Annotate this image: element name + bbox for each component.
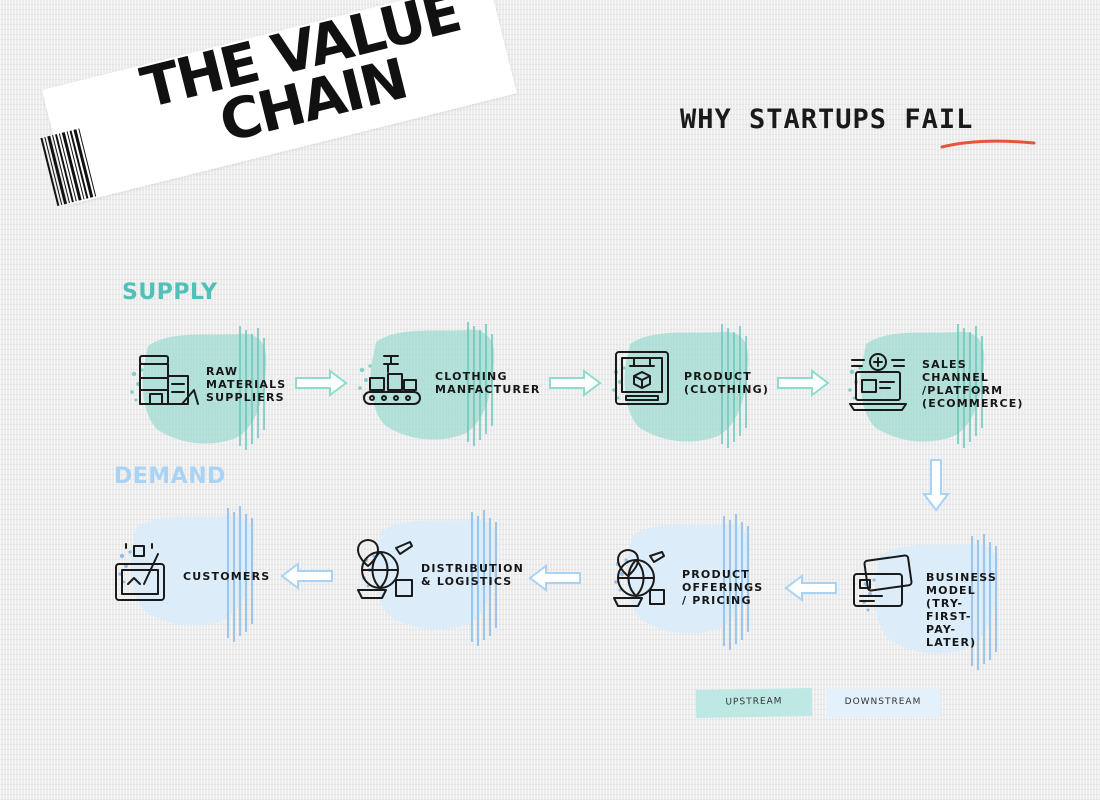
legend-downstream: DOWNSTREAM <box>826 689 940 717</box>
barcode-icon <box>40 128 97 207</box>
node-label: CUSTOMERS <box>183 570 271 583</box>
global-shipping-icon <box>613 549 665 607</box>
arrow-left-1 <box>785 575 837 601</box>
arrow-down <box>922 459 950 512</box>
3d-printer-icon <box>615 351 669 405</box>
credit-card-icon <box>853 554 913 607</box>
arrow-left-3 <box>281 563 333 589</box>
arrow-right-2 <box>549 370 601 396</box>
node-label: RAW MATERIALS SUPPLIERS <box>206 365 287 404</box>
subtitle-prefix: WHY STARTUPS <box>680 104 905 135</box>
supply-label: SUPPLY <box>122 280 218 305</box>
node-label: PRODUCT (CLOTHING) <box>684 370 770 396</box>
node-label: CLOTHING MANFACTURER <box>435 370 541 396</box>
global-logistics-icon <box>357 539 413 599</box>
demand-label: DEMAND <box>114 464 226 489</box>
arrow-right-1 <box>295 370 347 396</box>
factory-conveyor-icon <box>363 355 421 405</box>
arrow-left-2 <box>529 565 581 591</box>
node-label: DISTRIBUTION & LOGISTICS <box>421 562 525 588</box>
legend-upstream: UPSTREAM <box>695 687 813 719</box>
node-label: PRODUCT OFFERINGS / PRICING <box>682 568 764 607</box>
subtitle-emphasis: FAIL <box>904 104 974 135</box>
warehouse-icon <box>139 355 199 405</box>
arrow-right-3 <box>777 370 829 396</box>
node-label: SALES CHANNEL /PLATFORM (ECOMMERCE) <box>922 358 1024 410</box>
laptop-network-icon <box>849 353 907 411</box>
fail-underline <box>940 139 1036 149</box>
customer-screen-icon <box>115 543 165 601</box>
subtitle: WHY STARTUPS FAIL <box>680 104 973 135</box>
node-label: BUSINESS MODEL (TRY- FIRST-PAY- LATER) <box>926 571 998 649</box>
